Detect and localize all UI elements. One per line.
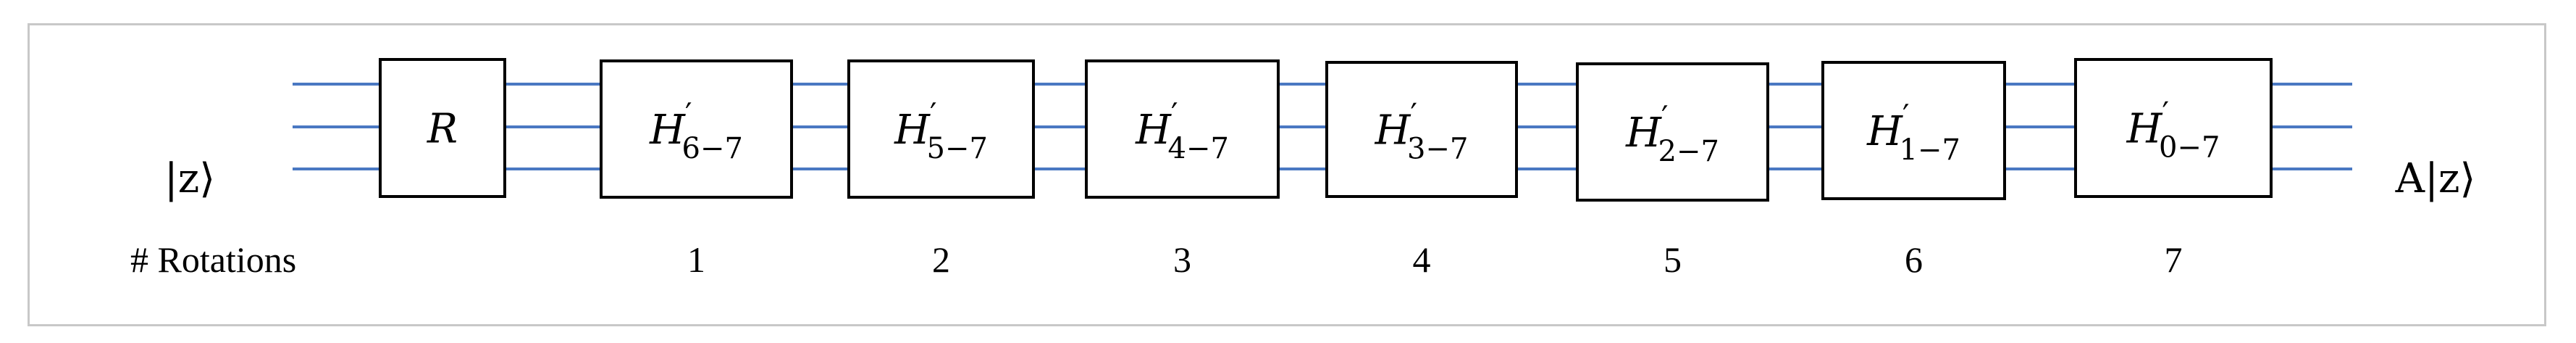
gate-prime: ′ <box>1902 98 1910 133</box>
rotation-count: 6 <box>1905 239 1923 280</box>
gate-box <box>600 59 793 199</box>
gate-prime: ′ <box>685 96 692 132</box>
gate-r: R <box>379 58 506 198</box>
gate-prime: ′ <box>930 96 937 132</box>
gate-box <box>847 59 1035 199</box>
gate-label: H′0−7 <box>2126 96 2220 165</box>
gate-h-6: H′1−7 <box>1821 61 2006 200</box>
gate-subscript: 1−7 <box>1899 133 1960 167</box>
gate-subscript: 3−7 <box>1407 133 1468 166</box>
gate-base-symbol: H <box>1866 108 1903 155</box>
gate-h-2: H′5−7 <box>847 59 1035 199</box>
gate-subscript: 0−7 <box>2159 131 2220 165</box>
gate-prime: ′ <box>1661 99 1669 135</box>
rotation-count: 1 <box>687 239 705 280</box>
gate-subscript: 2−7 <box>1658 135 1719 168</box>
gate-h-1: H′6−7 <box>600 59 793 199</box>
gate-label: H′2−7 <box>1625 99 1719 168</box>
gate-subscript: 4−7 <box>1167 132 1228 165</box>
gate-label: H′3−7 <box>1375 97 1469 166</box>
gate-label: H′5−7 <box>894 96 988 165</box>
gate-label: H′6−7 <box>649 96 743 165</box>
rotation-counts: 1 2 3 4 5 6 7 <box>687 239 2183 280</box>
gate-h-5: H′2−7 <box>1576 62 1769 202</box>
gate-base-symbol: H <box>649 107 686 154</box>
gate-box <box>1821 61 2006 200</box>
output-state-label: A|z⟩ <box>2395 155 2476 202</box>
gate-box <box>379 58 506 198</box>
gate-subscript: 5−7 <box>926 132 987 165</box>
rotation-count: 3 <box>1173 239 1191 280</box>
gate-box <box>1085 59 1280 199</box>
gate-h-3: H′4−7 <box>1085 59 1280 199</box>
gate-subscript: 6−7 <box>681 132 742 165</box>
rotation-count: 4 <box>1413 239 1431 280</box>
gate-prime: ′ <box>1410 97 1417 133</box>
rotation-count: 2 <box>932 239 950 280</box>
gate-base-symbol: H <box>1135 107 1172 154</box>
gate-box <box>1325 61 1518 198</box>
rotation-count: 7 <box>2165 239 2183 280</box>
gate-h-4: H′3−7 <box>1325 61 1518 198</box>
input-state-label: |z⟩ <box>164 155 215 202</box>
gate-base-symbol: R <box>427 106 458 153</box>
gate-base-symbol: H <box>1625 109 1662 157</box>
gate-box <box>1576 62 1769 202</box>
gate-label: H′1−7 <box>1866 98 1960 167</box>
rotation-count: 5 <box>1664 239 1682 280</box>
gate-base-symbol: H <box>894 107 931 154</box>
gate-box <box>2074 58 2273 198</box>
gate-label: H′4−7 <box>1135 96 1229 165</box>
gate-base-symbol: H <box>2126 106 2163 153</box>
gate-base-symbol: H <box>1375 107 1411 154</box>
gate-h-7: H′0−7 <box>2074 58 2273 198</box>
rotations-row-label: # Rotations <box>130 239 296 280</box>
gate-prime: ′ <box>2162 96 2169 131</box>
gate-label: R <box>427 106 458 153</box>
gate-prime: ′ <box>1171 96 1178 132</box>
